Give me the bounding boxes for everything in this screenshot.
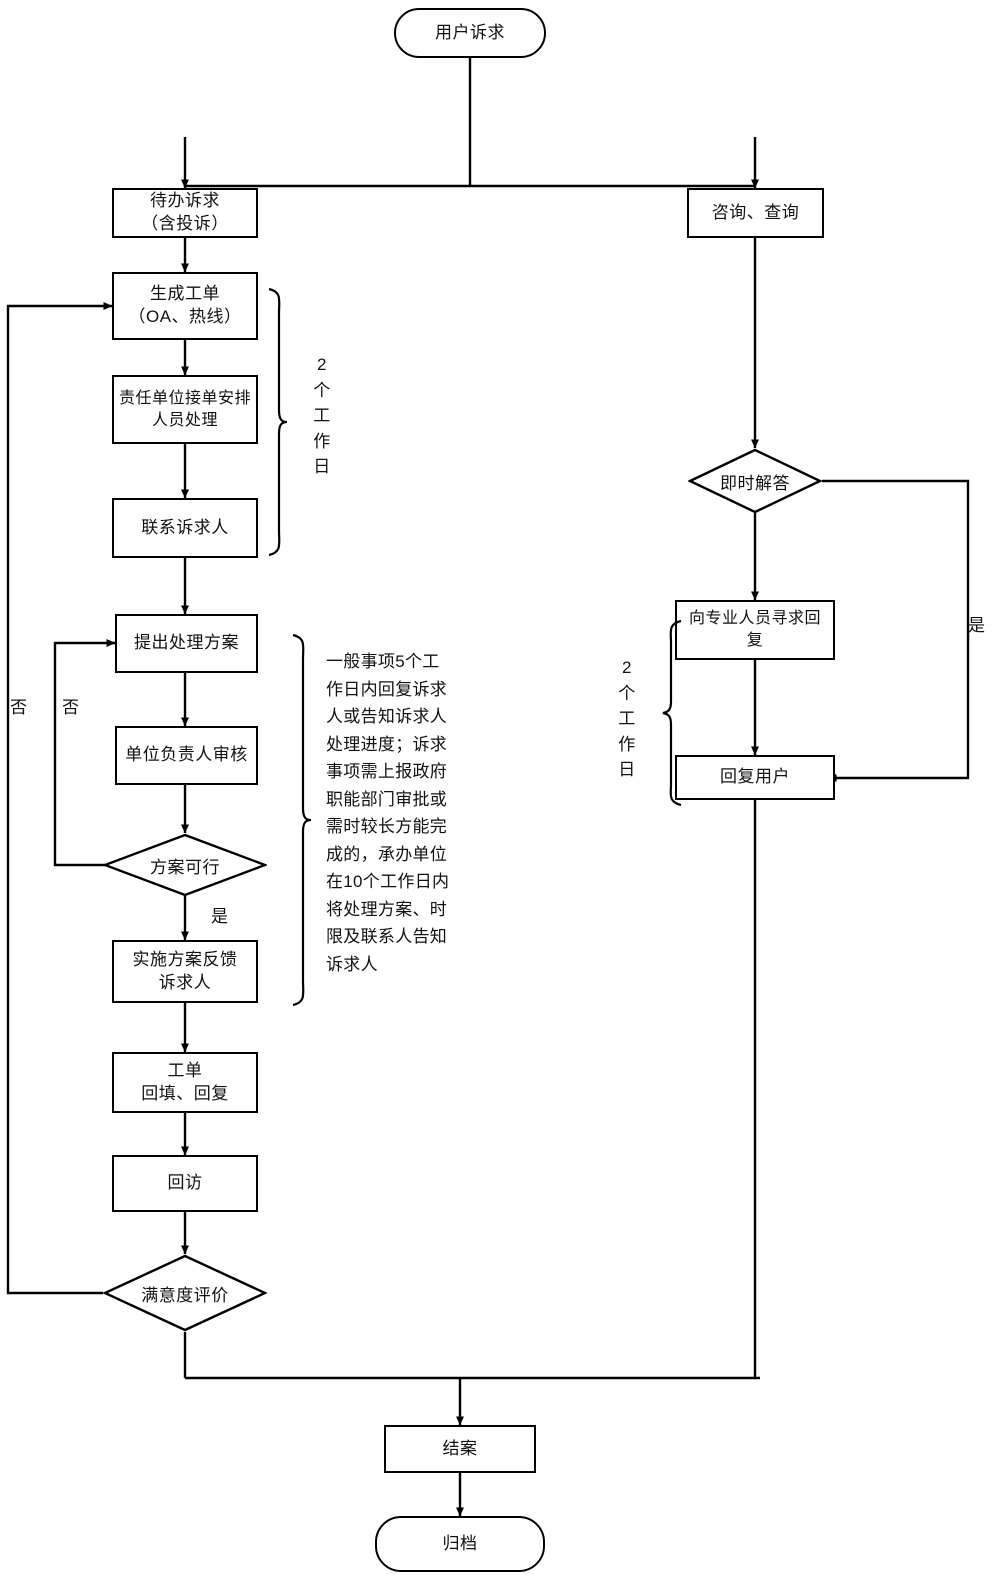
node-seek-expert-reply[interactable]: 向专业人员寻求回复 xyxy=(675,600,835,660)
decision-satisfaction-rating-label: 满意度评价 xyxy=(141,1285,229,1305)
brace-label-char: 日 xyxy=(618,760,636,779)
node-contact-requester-label: 联系诉求人 xyxy=(141,517,229,537)
decision-instant-answer-label: 即时解答 xyxy=(720,473,790,493)
diamond-shape xyxy=(103,833,267,897)
node-reply-user[interactable]: 回复用户 xyxy=(675,755,835,800)
edge-label-yes-feasible: 是 xyxy=(211,907,229,926)
node-seek-expert-reply-label: 向专业人员寻求回复 xyxy=(688,610,821,649)
edge-label-yes-instant: 是 xyxy=(968,616,986,635)
brace-label-char: 作 xyxy=(313,431,331,451)
brace-label-char: 2 xyxy=(317,355,327,374)
node-contact-requester[interactable]: 联系诉求人 xyxy=(112,498,258,558)
diamond-shape xyxy=(103,1254,267,1332)
node-revisit-label: 回访 xyxy=(167,1173,203,1193)
annotation-sla-text: 一般事项5个工 作日内回复诉求 人或告知诉求人 处理进度；诉求 事项需上报政府 … xyxy=(326,652,450,974)
node-consult-query-label: 咨询、查询 xyxy=(711,202,800,222)
node-archive-label: 归档 xyxy=(442,1533,478,1553)
brace-annotation xyxy=(292,633,312,1007)
node-reply-user-label: 回复用户 xyxy=(720,767,790,787)
node-implement-feedback-label: 实施方案反馈 诉求人 xyxy=(132,949,238,992)
decision-satisfaction-rating[interactable]: 满意度评价 xyxy=(103,1254,267,1332)
node-create-work-order-label: 生成工单 （OA、热线） xyxy=(128,284,242,326)
node-propose-plan[interactable]: 提出处理方案 xyxy=(115,614,258,673)
brace-left-sla xyxy=(268,287,288,557)
brace-right-sla xyxy=(662,619,682,807)
diamond-shape xyxy=(688,448,822,514)
node-assign-staff[interactable]: 责任单位接单安排 人员处理 xyxy=(112,375,258,444)
node-revisit[interactable]: 回访 xyxy=(112,1155,258,1212)
brace-left-sla-label: 2 个工作日 xyxy=(311,352,333,480)
node-assign-staff-label: 责任单位接单安排 人员处理 xyxy=(118,389,251,429)
node-fill-work-order[interactable]: 工单 回填、回复 xyxy=(112,1052,258,1113)
node-pending-request[interactable]: 待办诉求 （含投诉） xyxy=(112,188,258,238)
node-pending-request-label: 待办诉求 （含投诉） xyxy=(141,191,229,233)
brace-label-char: 作 xyxy=(618,734,636,754)
node-close-case-label: 结案 xyxy=(442,1438,478,1458)
brace-label-char: 日 xyxy=(313,457,331,476)
decision-plan-feasible-label: 方案可行 xyxy=(150,857,220,877)
brace-label-char: 个 xyxy=(618,683,636,703)
brace-right-sla-label: 2 个工作日 xyxy=(616,655,638,783)
node-manager-review-label: 单位负责人审核 xyxy=(125,745,248,765)
node-fill-work-order-label: 工单 回填、回复 xyxy=(141,1060,229,1103)
brace-label-char: 工 xyxy=(313,406,331,425)
node-manager-review[interactable]: 单位负责人审核 xyxy=(115,726,258,785)
decision-plan-feasible[interactable]: 方案可行 xyxy=(103,833,267,897)
node-propose-plan-label: 提出处理方案 xyxy=(134,633,239,653)
brace-label-char: 个 xyxy=(313,380,331,400)
brace-label-char: 工 xyxy=(618,709,636,728)
brace-label-char: 2 xyxy=(622,658,632,677)
edge-label-no-inner: 否 xyxy=(62,698,80,717)
node-consult-query[interactable]: 咨询、查询 xyxy=(687,188,824,238)
node-create-work-order[interactable]: 生成工单 （OA、热线） xyxy=(112,272,258,340)
node-start-label: 用户诉求 xyxy=(435,22,505,42)
node-close-case[interactable]: 结案 xyxy=(384,1425,536,1473)
decision-instant-answer[interactable]: 即时解答 xyxy=(688,448,822,514)
node-implement-feedback[interactable]: 实施方案反馈 诉求人 xyxy=(112,940,258,1003)
node-start[interactable]: 用户诉求 xyxy=(394,8,546,58)
node-archive[interactable]: 归档 xyxy=(375,1516,545,1572)
edge-label-no-outer: 否 xyxy=(10,698,28,717)
